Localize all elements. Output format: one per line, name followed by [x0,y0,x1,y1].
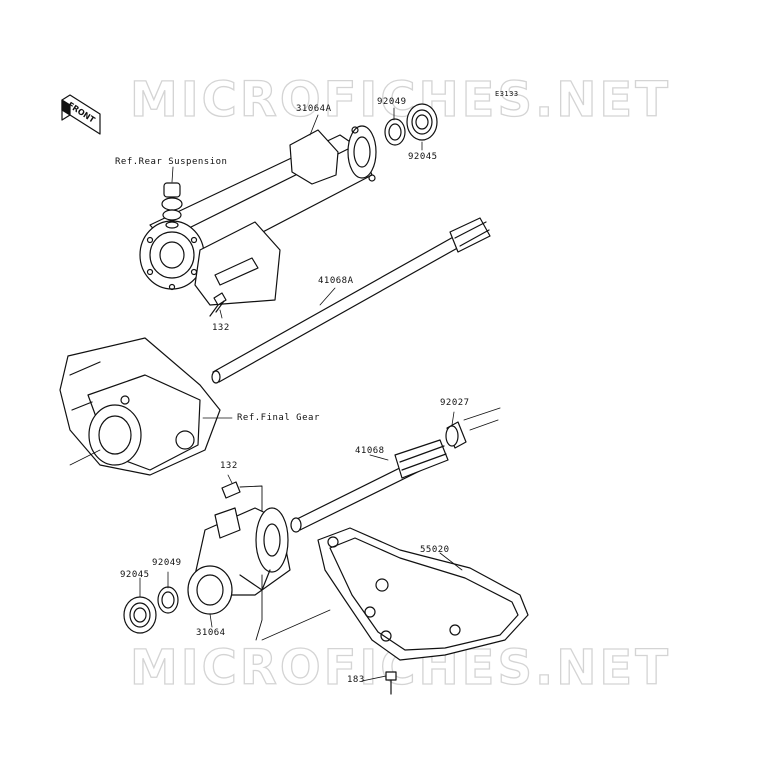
axle-housing-lower-part [187,507,291,615]
label-92049-top: 92049 [377,97,407,107]
guard-plate-55020-part [317,527,529,661]
label-31064: 31064 [196,628,226,638]
label-41068a: 41068A [318,276,354,286]
axle-housing-upper-part [139,125,377,306]
watermark-top: MICROFICHES.NET [129,71,671,128]
seal-92049-bottom-part [157,586,179,614]
label-ref-rear-suspension: Ref.Rear Suspension [115,157,228,167]
label-92027: 92027 [440,398,470,408]
diagram-code: E3133 [495,90,519,98]
label-132-top: 132 [212,323,230,333]
shaft-41068a-part [211,217,491,384]
bearing-92045-top-part [406,103,438,141]
label-92045-top: 92045 [408,152,438,162]
bolt-183-part [385,671,397,695]
bearing-92045-bottom-part [123,596,157,634]
bolt-132-mid-part [221,481,241,499]
leader-lines [69,107,463,682]
rear-suspension-bushing-part [161,182,183,229]
label-183: 183 [347,675,365,685]
label-92049-bottom: 92049 [152,558,182,568]
label-ref-final-gear: Ref.Final Gear [237,413,320,423]
label-132-mid: 132 [220,461,238,471]
label-55020: 55020 [420,545,450,555]
label-41068: 41068 [355,446,385,456]
shaft-41068-part [290,439,449,533]
spacer-92027-part [445,421,467,449]
bolt-132-top-part [209,292,227,317]
label-31064a: 31064A [296,104,332,114]
label-92045-bottom: 92045 [120,570,150,580]
final-gear-case-part [59,337,221,476]
front-arrow-icon [61,94,101,135]
seal-92049-top-part [384,118,406,146]
